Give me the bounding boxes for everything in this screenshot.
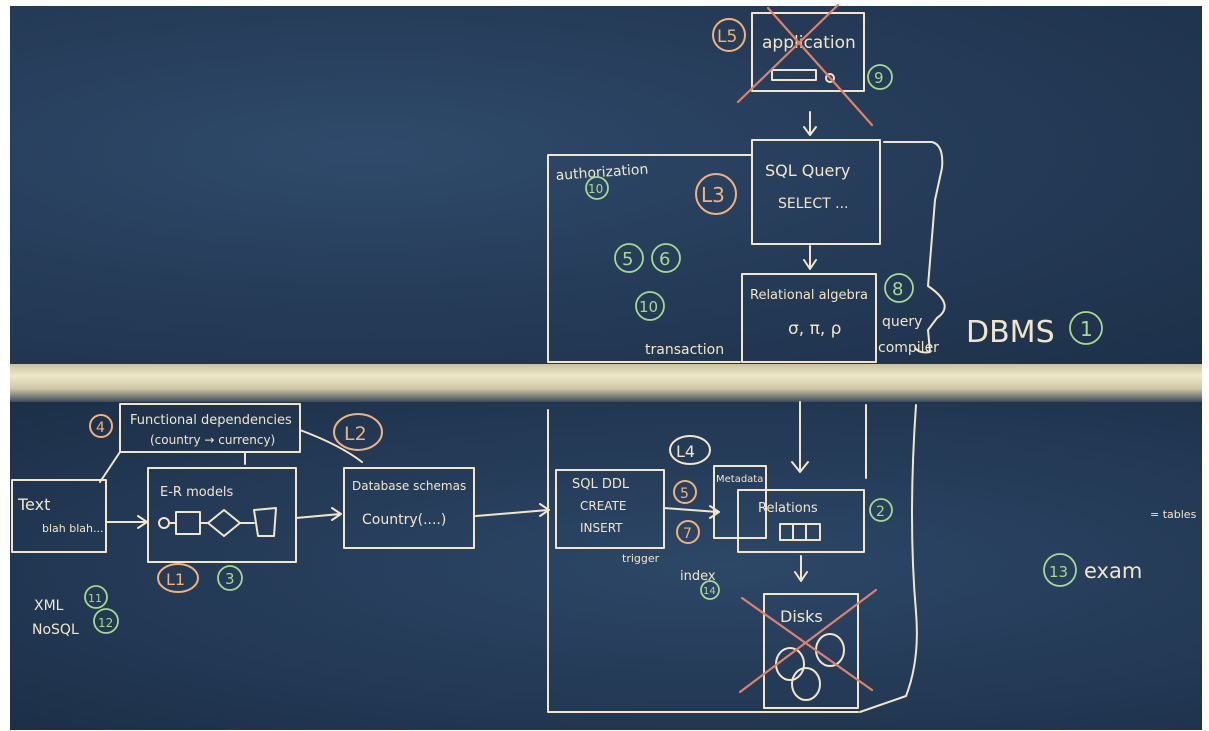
- l4-badge: L4: [669, 435, 711, 465]
- arrow-er-to-schema: [295, 507, 342, 521]
- svg-text:σ, π, ρ: σ, π, ρ: [788, 319, 841, 339]
- svg-text:Metadata: Metadata: [716, 474, 763, 485]
- trigger-label: trigger: [622, 552, 660, 565]
- badge-3: 3: [217, 565, 243, 591]
- arrow-text-to-er: [105, 515, 148, 529]
- svg-text:10: 10: [588, 182, 603, 196]
- arrow-sql-to-algebra: [803, 245, 817, 270]
- badge-8: 8: [884, 273, 914, 303]
- svg-text:blah blah...: blah blah...: [42, 522, 104, 535]
- arrow-ddl-to-relations: [663, 505, 720, 519]
- badge-5-bottom: 5: [673, 480, 697, 504]
- svg-text:14: 14: [703, 586, 716, 597]
- svg-text:11: 11: [88, 592, 102, 605]
- badge-12: 12: [93, 608, 119, 634]
- arrow-app-to-sql: [803, 111, 817, 136]
- l2-badge: L2: [333, 413, 383, 451]
- badge-10-transaction: 10: [635, 291, 665, 321]
- svg-text:L1: L1: [166, 570, 185, 589]
- svg-text:L2: L2: [344, 423, 367, 445]
- sql-ddl-box: SQL DDL CREATE INSERT: [555, 469, 665, 549]
- transaction-label: transaction: [645, 342, 724, 358]
- l3-badge: L3: [695, 173, 737, 215]
- svg-text:5: 5: [680, 486, 689, 502]
- badge-6-top: 6: [651, 243, 681, 273]
- svg-text:SELECT ...: SELECT ...: [778, 196, 849, 212]
- svg-text:Text: Text: [17, 495, 50, 514]
- svg-text:L4: L4: [676, 442, 695, 461]
- svg-text:4: 4: [96, 420, 105, 436]
- text-box: Text blah blah...: [11, 479, 107, 553]
- authorization-label: authorization: [555, 162, 649, 184]
- database-schemas-box: Database schemas Country(....): [343, 467, 475, 549]
- svg-text:E-R models: E-R models: [160, 485, 234, 500]
- svg-text:INSERT: INSERT: [580, 521, 623, 535]
- disks-box: Disks: [738, 588, 878, 709]
- exam-label: exam: [1084, 559, 1142, 583]
- arrow-schema-to-dbms: [475, 503, 550, 517]
- svg-text:L3: L3: [701, 183, 725, 207]
- svg-text:9: 9: [874, 69, 884, 87]
- svg-text:12: 12: [98, 616, 113, 630]
- l1-badge: L1: [157, 563, 199, 593]
- badge-2: 2: [869, 498, 893, 522]
- application-box: application: [736, 3, 874, 127]
- svg-text:Relations: Relations: [758, 501, 818, 516]
- upper-chalkboard: [10, 6, 1202, 370]
- badge-10-auth: 10: [585, 176, 609, 200]
- svg-text:SQL Query: SQL Query: [765, 161, 850, 180]
- svg-text:Disks: Disks: [780, 607, 823, 626]
- svg-text:CREATE: CREATE: [580, 499, 627, 513]
- dbms-label: DBMS: [966, 315, 1055, 350]
- badge-9: 9: [867, 64, 893, 90]
- svg-text:10: 10: [639, 298, 658, 316]
- svg-text:7: 7: [683, 526, 692, 542]
- index-label: index: [680, 569, 716, 584]
- svg-text:2: 2: [876, 504, 885, 520]
- l5-badge: L5: [712, 18, 746, 52]
- badge-14: 14: [700, 580, 720, 600]
- svg-text:(country → currency): (country → currency): [150, 433, 275, 447]
- badge-13: 13: [1043, 553, 1077, 587]
- badge-11: 11: [84, 585, 108, 609]
- application-label: application: [762, 33, 856, 53]
- svg-text:L5: L5: [717, 27, 737, 47]
- svg-text:8: 8: [892, 279, 903, 300]
- badge-4: 4: [89, 414, 113, 438]
- relational-algebra-box: Relational algebra σ, π, ρ: [741, 273, 877, 363]
- svg-text:Country(....): Country(....): [362, 512, 446, 528]
- relations-box: Relations: [737, 489, 865, 553]
- dbms-lower-outline: [547, 401, 918, 713]
- compiler-label: compiler: [878, 340, 939, 356]
- tables-note: = tables: [1150, 508, 1197, 521]
- svg-text:Database schemas: Database schemas: [352, 479, 466, 493]
- nosql-label: NoSQL: [32, 622, 79, 638]
- svg-text:5: 5: [622, 249, 633, 270]
- badge-1: 1: [1069, 311, 1103, 345]
- functional-dependencies-box: Functional dependencies (country → curre…: [119, 403, 301, 453]
- lower-chalkboard: [10, 402, 1202, 730]
- svg-text:3: 3: [225, 570, 235, 588]
- svg-text:6: 6: [659, 249, 670, 270]
- arrows-fd: [99, 429, 363, 483]
- svg-text:13: 13: [1049, 563, 1068, 581]
- badge-5-top: 5: [614, 243, 644, 273]
- arrow-relations-to-disks: [794, 555, 808, 582]
- chalk-ledge: [10, 364, 1202, 402]
- xml-label: XML: [34, 598, 64, 614]
- svg-text:SQL DDL: SQL DDL: [572, 477, 630, 492]
- dbms-outline: [547, 141, 946, 363]
- svg-text:Relational algebra: Relational algebra: [750, 288, 868, 303]
- er-models-box: E-R models: [147, 467, 297, 563]
- sql-query-box: SQL Query SELECT ...: [751, 139, 881, 245]
- badge-7: 7: [676, 520, 700, 544]
- svg-text:1: 1: [1080, 317, 1093, 341]
- svg-text:Functional dependencies: Functional dependencies: [130, 413, 292, 428]
- query-label: query: [882, 314, 922, 330]
- metadata-box: Metadata: [713, 465, 767, 539]
